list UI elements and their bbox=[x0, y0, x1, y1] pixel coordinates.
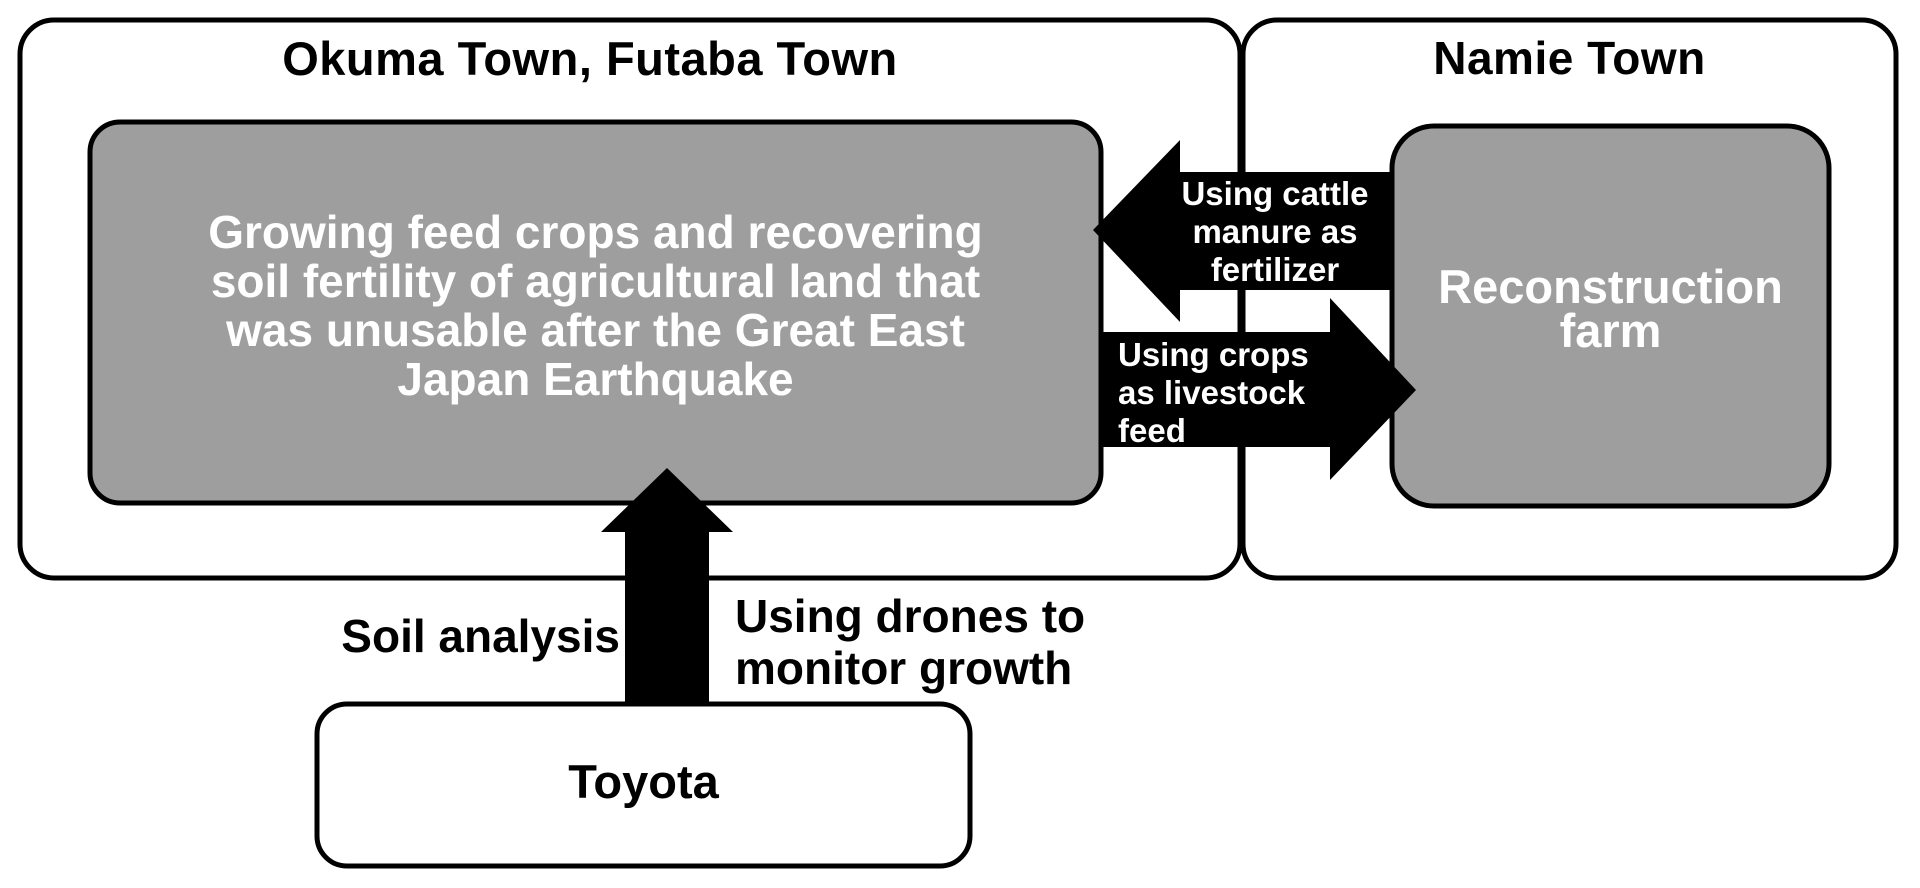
land-recovery-box bbox=[87, 119, 1104, 506]
reconstruction-farm-text: Reconstruction farm bbox=[1438, 260, 1783, 357]
land-to-farm-label: Using crops as livestock feed bbox=[1118, 336, 1309, 449]
toyota-label: Toyota bbox=[568, 755, 719, 808]
drone-monitoring-label: Using drones to monitor growth bbox=[735, 590, 1086, 694]
arrow-toyota-to-land bbox=[601, 468, 733, 704]
namie-title: Namie Town bbox=[1433, 32, 1706, 84]
land-recovery-text: Growing feed crops and recovering soil f… bbox=[208, 206, 983, 405]
arrow-farm-to-land bbox=[1093, 140, 1390, 322]
soil-analysis-label: Soil analysis bbox=[341, 610, 620, 662]
okuma-futaba-title: Okuma Town, Futaba Town bbox=[282, 32, 898, 85]
reconstruction-farm-box bbox=[1389, 123, 1832, 509]
farm-to-land-label: Using cattle manure as fertilizer bbox=[1181, 175, 1369, 288]
arrow-land-to-farm bbox=[1101, 298, 1416, 480]
